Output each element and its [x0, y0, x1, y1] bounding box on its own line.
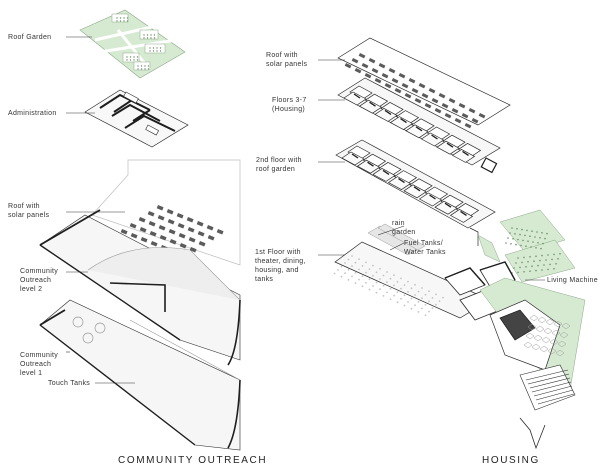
title-community-outreach: COMMUNITY OUTREACH	[118, 455, 268, 466]
community-administration-layer	[84, 89, 189, 148]
label-floors-3-7: Floors 3-7 (Housing)	[272, 97, 307, 113]
label-second-floor: 2nd floor with roof garden	[256, 157, 302, 173]
label-first-floor: 1st Floor with theater, dining, housing,…	[255, 249, 306, 283]
label-fuel-water-tanks: Fuel Tanks/ Water Tanks	[404, 240, 446, 256]
title-housing: HOUSING	[482, 455, 540, 466]
housing-floors-3-7-layer	[337, 77, 501, 174]
touch-tank-circles	[72, 316, 106, 344]
label-roof-garden: Roof Garden	[8, 34, 52, 41]
community-outreach-level-1-layer	[39, 299, 241, 451]
label-rain-garden: rain garden	[392, 220, 416, 236]
label-administration: Administration	[8, 110, 57, 117]
label-housing-roof-solar: Roof with solar panels	[266, 52, 308, 68]
label-touch-tanks: Touch Tanks	[48, 380, 91, 387]
label-leader-lines	[66, 36, 545, 384]
housing-roof-solar-layer	[337, 37, 511, 129]
housing-second-floor-layer	[335, 139, 576, 283]
label-outreach-level-1: Community Outreach level 1	[20, 352, 59, 377]
label-outreach-level-2: Community Outreach level 2	[20, 268, 59, 293]
housing-first-floor-layer	[333, 223, 586, 450]
label-living-machine: Living Machine	[547, 277, 598, 284]
community-roof-garden-layer	[79, 9, 186, 79]
label-community-roof-solar: Roof with solar panels	[8, 203, 50, 219]
solar-panel-array	[344, 52, 486, 129]
community-outreach-level-2-layer	[39, 209, 241, 366]
